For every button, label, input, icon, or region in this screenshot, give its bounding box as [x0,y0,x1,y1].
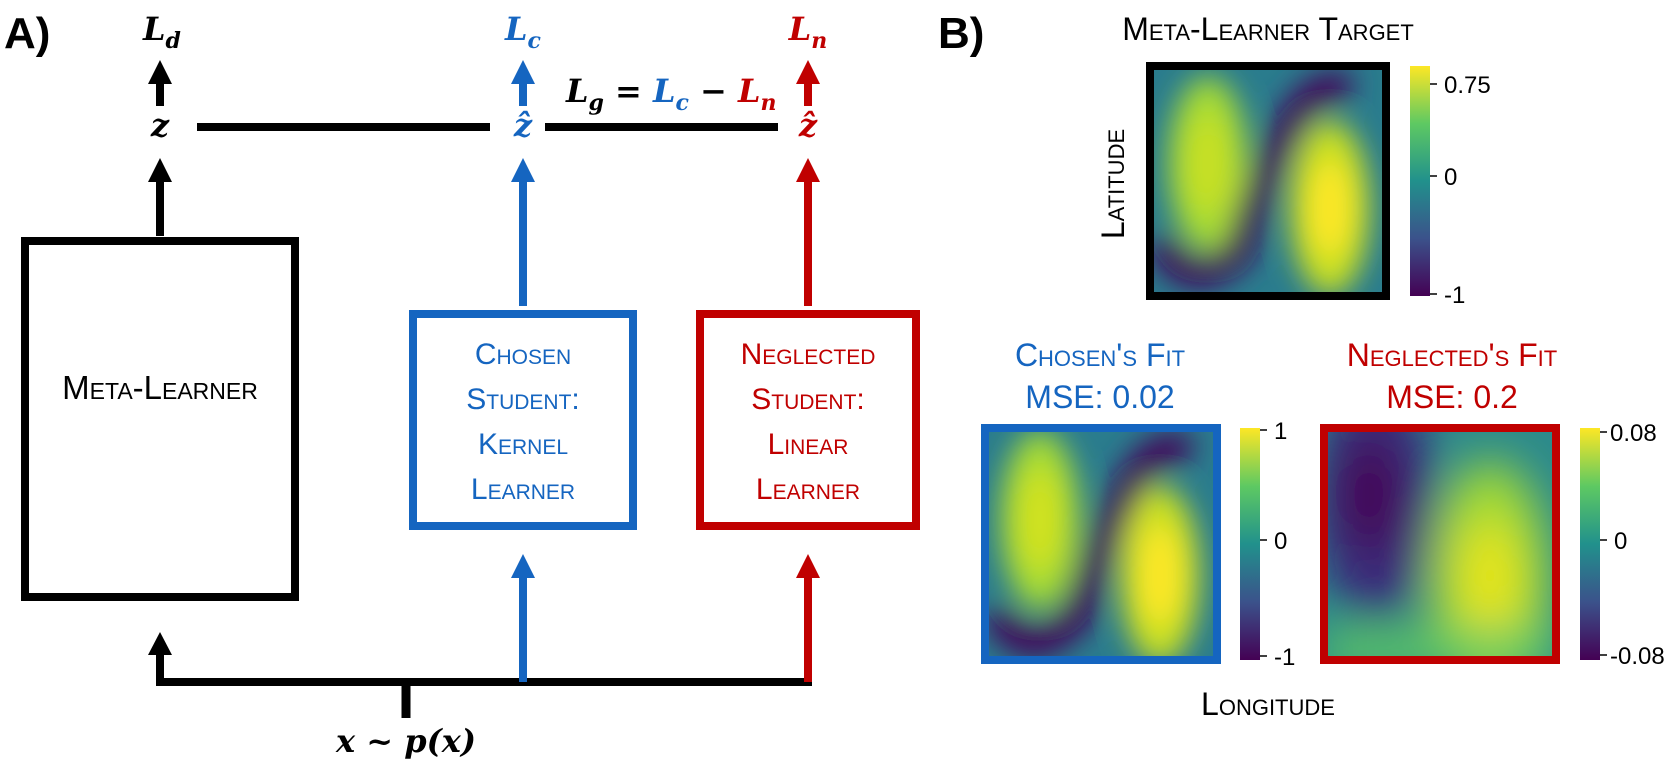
target-colorbar [1410,66,1430,296]
neglected-heatmap [1324,428,1556,660]
neglected-colorbar [1580,428,1600,660]
neglected-frame [1320,424,1560,664]
z-hat-neglected-label: ẑ [798,106,818,144]
z-hat-chosen-label: ẑ [513,106,533,144]
y-axis-label: Latitude [1095,129,1131,239]
arrow-bus-to-neglected-head [796,554,820,578]
meta-learner-label: Meta-Learner [62,369,258,406]
chosen-fit-title: Chosen's Fit [1015,337,1185,373]
chosen-box-line-3: Kernel [478,428,568,461]
target-colorbar-tick-min: -1 [1444,282,1465,309]
chosen-colorbar [1240,428,1260,660]
chosen-heatmap [985,428,1217,660]
arrow-meta-to-z-head [148,158,172,182]
target-frame [1146,62,1390,300]
arrow-neglected-to-zhat-head [796,158,820,182]
panel-a-letter: A) [4,9,50,58]
neglected-colorbar-tick-min: -0.08 [1610,643,1665,670]
neglected-box-line-1: Neglected [741,338,876,371]
target-colorbar-tick-max: 0.75 [1444,72,1491,99]
chosen-frame [981,424,1221,664]
panel-b-letter: B) [938,9,984,58]
neglected-fit-mse: MSE: 0.2 [1386,379,1518,415]
loss-n-label: Ln [788,10,828,54]
arrow-zhat-to-ln-head [796,60,820,84]
loss-c-label: Lc [504,10,542,54]
loss-g-equation: Lg = Lc − Ln [565,72,776,116]
loss-d-label: Ld [142,10,181,54]
neglected-student-box [696,310,920,530]
arrow-z-to-ld-head [148,60,172,84]
chosen-box-line-4: Learner [471,473,575,506]
neglected-colorbar-tick-mid: 0 [1614,528,1627,555]
chosen-student-box [409,310,637,530]
neglected-colorbar-tick-max: 0.08 [1610,420,1657,447]
chosen-colorbar-tick-max: 1 [1274,418,1287,445]
arrow-chosen-to-zhat-head [511,158,535,182]
arrow-zhat-to-lc-head [511,60,535,84]
z-latent-label: z [150,106,170,144]
x-axis-label: Longitude [1201,686,1335,722]
meta-learner-box [21,237,299,601]
target-heatmap [1150,66,1386,296]
neglected-box-line-3: Linear [768,428,849,461]
neglected-fit-title: Neglected's Fit [1347,337,1557,373]
chosen-colorbar-tick-mid: 0 [1274,528,1287,555]
input-distribution-label: x ~ p(x) [335,722,476,760]
chosen-colorbar-tick-min: -1 [1274,644,1295,671]
arrow-bus-to-chosen-head [511,554,535,578]
chosen-box-line-1: Chosen [475,338,571,371]
arrow-bus-to-meta-head [148,632,172,655]
neglected-box-line-4: Learner [756,473,860,506]
chosen-fit-mse: MSE: 0.02 [1025,379,1174,415]
neglected-box-line-2: Student: [751,383,865,416]
chosen-box-line-2: Student: [466,383,580,416]
target-title: Meta-Learner Target [1122,11,1414,47]
target-colorbar-tick-mid: 0 [1444,164,1457,191]
